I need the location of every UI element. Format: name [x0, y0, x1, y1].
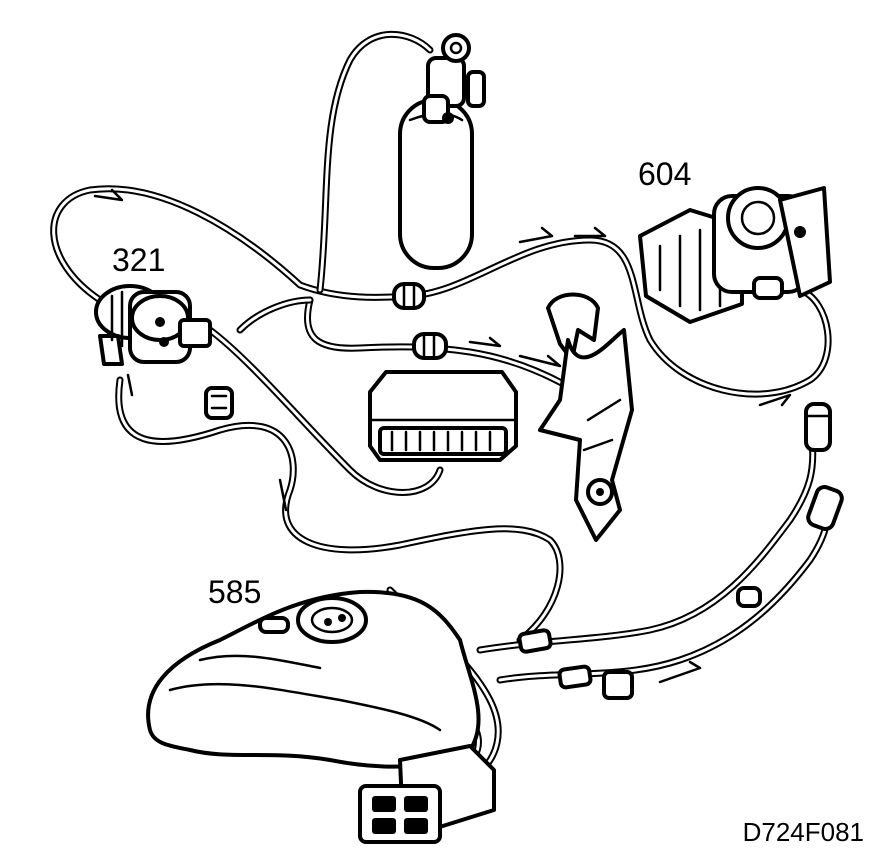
- control-module: [368, 370, 518, 462]
- inline-connectors: [392, 282, 762, 608]
- harness-plugs: [517, 628, 634, 700]
- throttle-body: [638, 186, 832, 324]
- hose-network: [50, 30, 832, 784]
- filler-pipes: [804, 402, 844, 531]
- callout-585: 585: [208, 574, 262, 610]
- charcoal-canister: [398, 33, 486, 270]
- callout-604: 604: [638, 156, 692, 192]
- evap-purge-valve: [94, 284, 212, 366]
- figure-id: D724F081: [742, 817, 864, 847]
- pedal-assembly: [538, 292, 634, 542]
- fuel-tank: [146, 589, 481, 769]
- harness-connector: [358, 744, 496, 844]
- callout-321: 321: [112, 242, 166, 278]
- hose-clip: [204, 386, 234, 420]
